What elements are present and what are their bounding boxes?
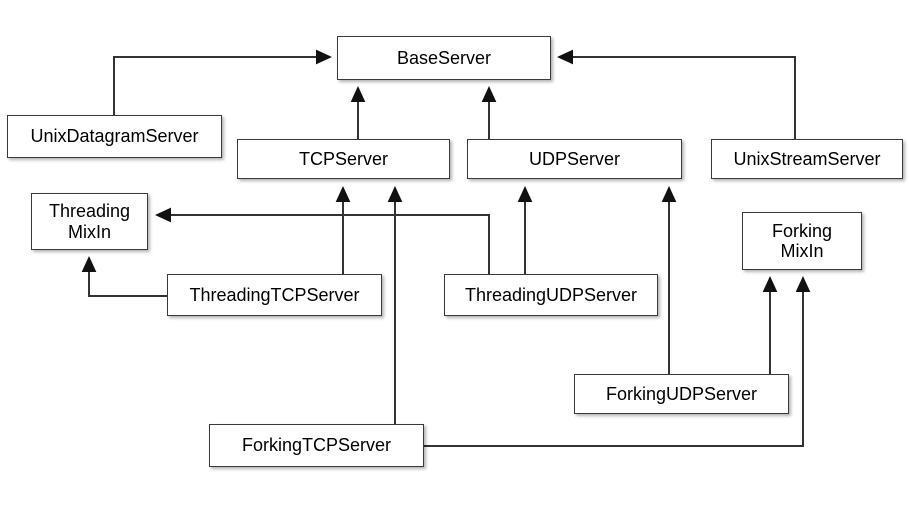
- edge-unixstream-to-baseserver: [557, 49, 796, 139]
- class-node-threading-mixin[interactable]: Threading MixIn: [31, 193, 148, 250]
- class-node-forking-udp-server[interactable]: ForkingUDPServer: [574, 374, 789, 414]
- edge-threadingudp-to-threadingmixin: [155, 207, 490, 274]
- class-node-base-server[interactable]: BaseServer: [337, 36, 551, 80]
- class-node-label: UnixDatagramServer: [30, 126, 199, 147]
- class-node-label: ThreadingTCPServer: [189, 284, 360, 305]
- class-node-label: Threading MixIn: [48, 201, 131, 242]
- class-node-label: ForkingUDPServer: [605, 383, 758, 404]
- class-node-label: ForkingTCPServer: [241, 435, 392, 456]
- class-node-tcp-server[interactable]: TCPServer: [237, 139, 450, 179]
- edge-threadingtcp-to-threadingmixin: [81, 256, 167, 297]
- class-node-label: BaseServer: [396, 47, 492, 68]
- class-node-udp-server[interactable]: UDPServer: [467, 139, 682, 179]
- class-node-threading-udp-server[interactable]: ThreadingUDPServer: [444, 274, 658, 316]
- edge-unixdatagram-to-baseserver: [113, 49, 332, 115]
- edges: [81, 49, 811, 447]
- class-node-label: ThreadingUDPServer: [464, 284, 638, 305]
- class-node-label: UDPServer: [528, 148, 621, 169]
- class-node-label: Forking MixIn: [771, 220, 833, 261]
- class-node-unix-datagram-server[interactable]: UnixDatagramServer: [7, 115, 222, 158]
- class-node-forking-mixin[interactable]: Forking MixIn: [742, 212, 862, 270]
- class-node-unix-stream-server[interactable]: UnixStreamServer: [711, 139, 903, 179]
- edge-forkingtcp-to-forkingmixin: [424, 276, 811, 447]
- class-node-label: TCPServer: [298, 148, 388, 169]
- class-node-threading-tcp-server[interactable]: ThreadingTCPServer: [167, 274, 382, 316]
- class-node-forking-tcp-server[interactable]: ForkingTCPServer: [209, 424, 424, 467]
- class-node-label: UnixStreamServer: [733, 148, 881, 169]
